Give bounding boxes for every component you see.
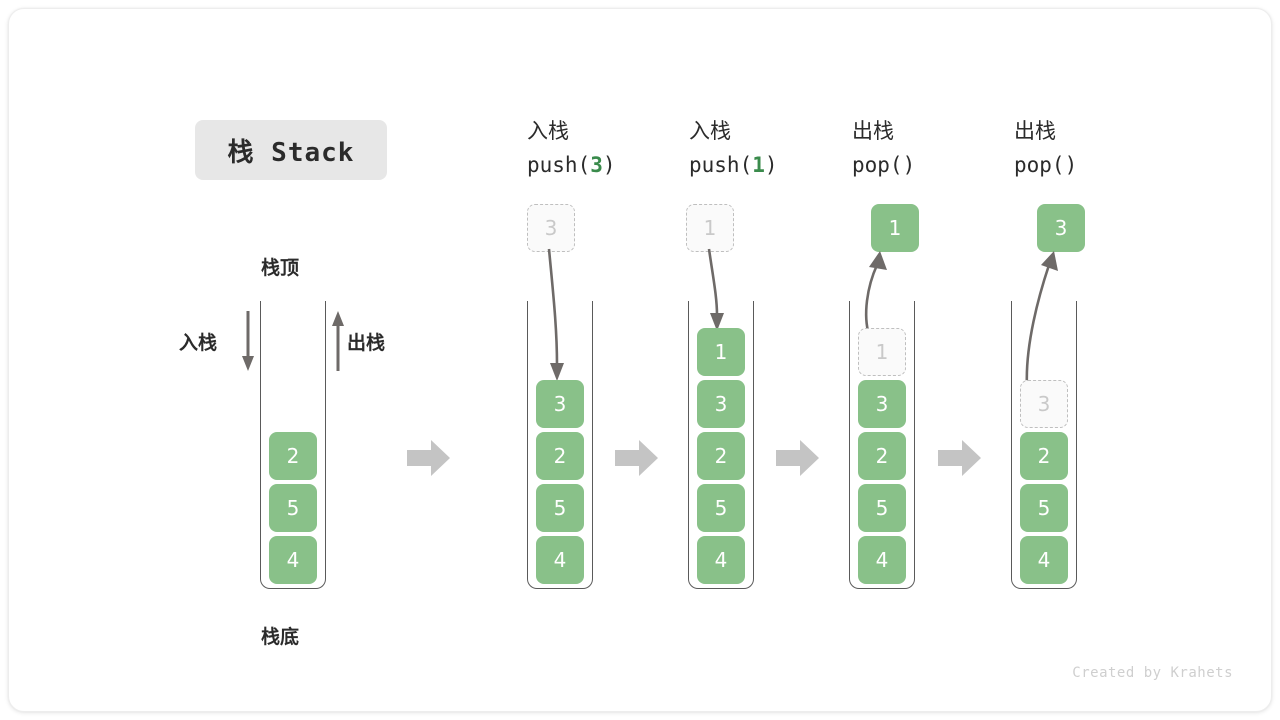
stack-cell: 2 [269,432,317,480]
operation-name: 入栈 [689,119,731,143]
stack-cell: 2 [536,432,584,480]
code-prefix: push( [689,153,753,177]
stack-cell: 4 [858,536,906,584]
diagram-card: 栈 Stack 栈顶 栈底 入栈 出栈 2 5 4 入栈 push(3) 3 3… [8,8,1272,712]
stack-cell-ghost: 1 [858,328,906,376]
column-header-push-1: 入栈 push(1) [689,114,778,182]
stack-container [1011,301,1077,589]
step-arrow-2-icon [615,440,658,476]
push-direction-label: 入栈 [179,332,218,354]
stack-cell: 1 [697,328,745,376]
stack-cell: 4 [536,536,584,584]
operation-code: push(3) [527,148,616,182]
stack-cell: 3 [858,380,906,428]
stack-container [527,301,593,589]
push-motion-arrow-icon [547,248,564,381]
step-arrow-4-icon [938,440,981,476]
step-arrow-3-icon [776,440,819,476]
stack-container [849,301,915,589]
incoming-ghost-cell: 3 [527,204,575,252]
stack-container [688,301,754,589]
operation-code: pop() [852,148,915,182]
stack-cell: 3 [697,380,745,428]
pop-direction-arrow-icon [332,311,344,371]
operation-code: push(1) [689,148,778,182]
popped-cell: 3 [1037,204,1085,252]
stack-cell-ghost: 3 [1020,380,1068,428]
pop-direction-label: 出栈 [347,332,386,354]
push-motion-arrow-icon [707,248,724,331]
stack-cell: 3 [536,380,584,428]
stack-cell: 4 [1020,536,1068,584]
incoming-ghost-cell: 1 [686,204,734,252]
pop-motion-arrow-icon [1025,251,1058,388]
step-arrow-1-icon [407,440,450,476]
code-suffix: ) [1064,153,1078,177]
stack-cell: 5 [536,484,584,532]
stack-cell: 2 [1020,432,1068,480]
stack-cell: 5 [858,484,906,532]
code-prefix: push( [527,153,591,177]
operation-name: 出栈 [852,119,894,143]
stack-cell: 2 [697,432,745,480]
stack-cell: 5 [1020,484,1068,532]
code-argument: 3 [590,153,603,177]
stack-cell: 5 [269,484,317,532]
code-prefix: pop( [1014,153,1065,177]
operation-name: 入栈 [527,119,569,143]
code-suffix: ) [602,153,616,177]
push-direction-arrow-icon [242,311,254,371]
operation-name: 出栈 [1014,119,1056,143]
column-header-push-3: 入栈 push(3) [527,114,616,182]
stack-cell: 2 [858,432,906,480]
code-argument: 1 [752,153,765,177]
stack-cell: 5 [697,484,745,532]
column-header-pop-3: 出栈 pop() [1014,114,1077,182]
stack-cell: 4 [269,536,317,584]
stack-title-badge: 栈 Stack [195,120,387,180]
stack-cell: 4 [697,536,745,584]
code-suffix: ) [902,153,916,177]
operation-code: pop() [1014,148,1077,182]
code-suffix: ) [764,153,778,177]
footer-credit: Created by Krahets [1072,665,1233,681]
code-prefix: pop( [852,153,903,177]
stack-top-label: 栈顶 [261,257,300,279]
stack-bottom-label: 栈底 [261,626,300,648]
popped-cell: 1 [871,204,919,252]
stack-container [260,301,326,589]
column-header-pop-1: 出栈 pop() [852,114,915,182]
